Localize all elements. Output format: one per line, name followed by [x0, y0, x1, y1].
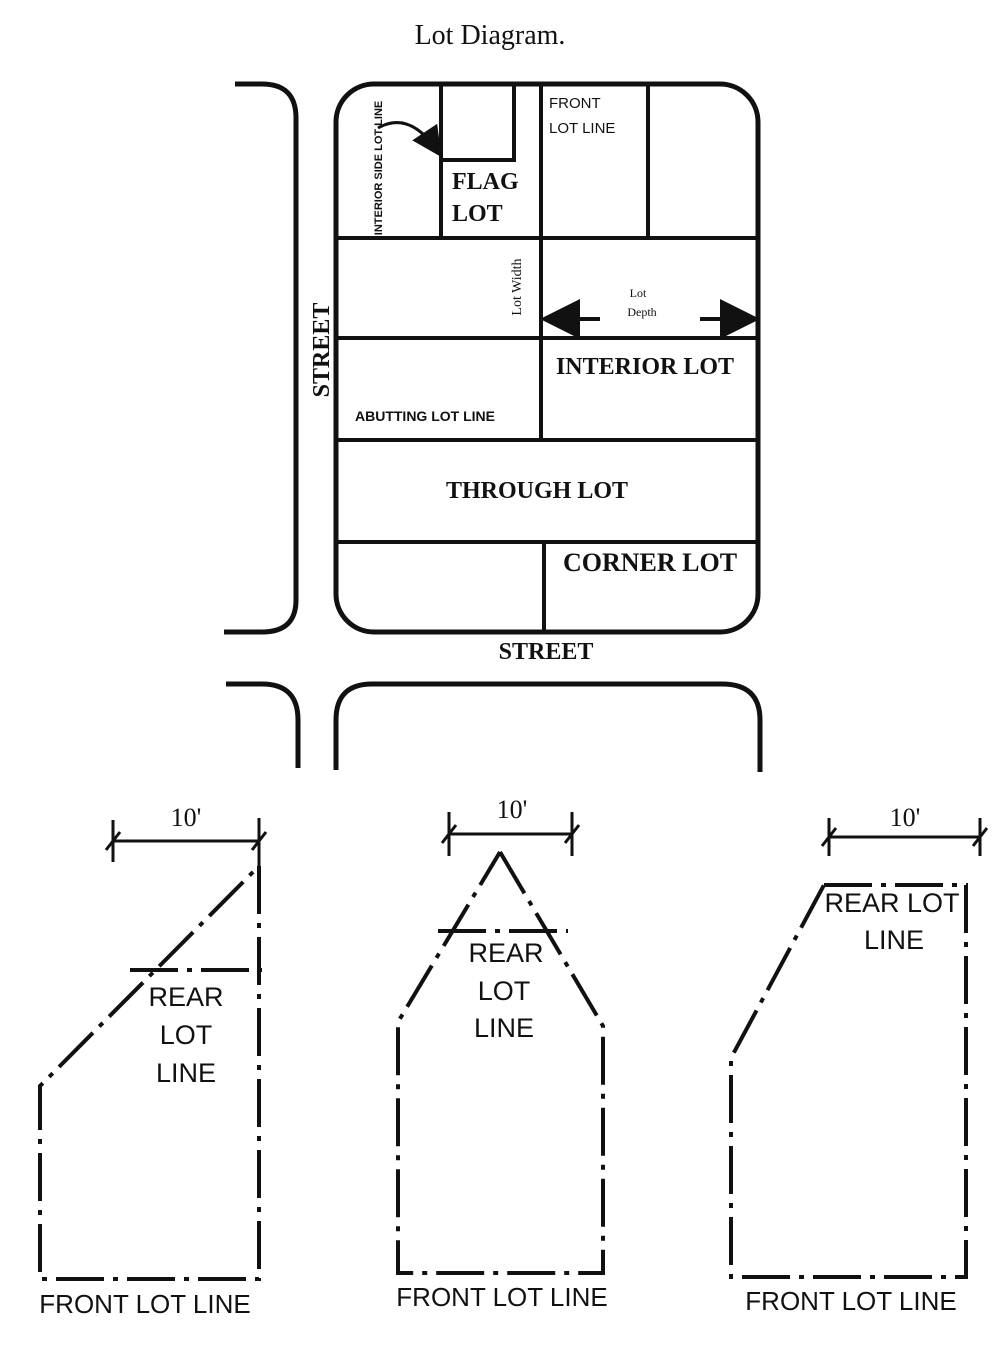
lot-outline-2 [396, 850, 605, 1275]
lot-depth-label-2: Depth [627, 305, 656, 319]
interior-lot-label: INTERIOR LOT [556, 354, 734, 380]
front-lot-line-label-1: FRONT [549, 95, 601, 112]
diagram-title: Lot Diagram. [415, 20, 566, 51]
corner-lot-label: CORNER LOT [563, 548, 737, 577]
lot-depth-label-1: Lot [630, 286, 647, 300]
street-bottom-label: STREET [499, 639, 594, 665]
interior-side-lot-line-label: INTERIOR SIDE LOT LINE [373, 101, 385, 235]
street-left-label: STREET [309, 303, 335, 398]
flag-lot-label-2: LOT [452, 201, 503, 227]
dimension-slash-1b [250, 831, 268, 851]
lower-left-curb [226, 681, 301, 768]
left-block-curb [224, 81, 299, 635]
dimension-slash-3b [971, 827, 989, 847]
rear-label-2c: LINE [474, 1013, 534, 1043]
front-lot-line-label-ex1: FRONT LOT LINE [39, 1289, 250, 1319]
rear-label-3a: REAR LOT [824, 888, 959, 918]
abutting-lot-line-label: ABUTTING LOT LINE [355, 408, 495, 424]
rear-lot-example-1: 10' REAR LOT LINE FRONT LOT LINE [38, 803, 268, 1319]
dimension-label-1: 10' [171, 803, 202, 832]
dimension-label-3: 10' [890, 803, 921, 832]
flag-lot-pole [441, 84, 516, 162]
front-lot-line-label-ex3: FRONT LOT LINE [745, 1286, 956, 1316]
interior-side-arrow [377, 121, 442, 157]
rear-label-1a: REAR [148, 982, 223, 1012]
dimension-slash-2a [440, 824, 458, 844]
rear-lot-example-2: 10' REAR LOT LINE FRONT LOT LINE [396, 795, 608, 1312]
front-lot-line-label-2: LOT LINE [549, 120, 615, 137]
lower-block-outline [333, 681, 763, 772]
dimension-label-2: 10' [497, 795, 528, 824]
lot-width-label: Lot Width [510, 258, 525, 315]
front-lot-line-label-ex2: FRONT LOT LINE [396, 1282, 607, 1312]
dimension-slash-2b [563, 824, 581, 844]
through-lot-label: THROUGH LOT [446, 478, 628, 504]
block-map: STREET STREET INTERIOR SIDE LOT LINE FLA… [224, 81, 763, 772]
rear-label-1b: LOT [160, 1020, 213, 1050]
dimension-slash-1a [104, 831, 122, 851]
rear-label-2a: REAR [468, 938, 543, 968]
lot-outline-3 [729, 884, 968, 1279]
rear-label-1c: LINE [156, 1058, 216, 1088]
dimension-slash-3a [820, 827, 838, 847]
rear-lot-example-3: 10' REAR LOT LINE FRONT LOT LINE [729, 803, 989, 1316]
rear-label-3b: LINE [864, 925, 924, 955]
flag-lot-label-1: FLAG [452, 169, 519, 195]
rear-label-2b: LOT [478, 976, 531, 1006]
main-block-outline [333, 81, 761, 635]
lot-outline-1 [38, 864, 261, 1281]
